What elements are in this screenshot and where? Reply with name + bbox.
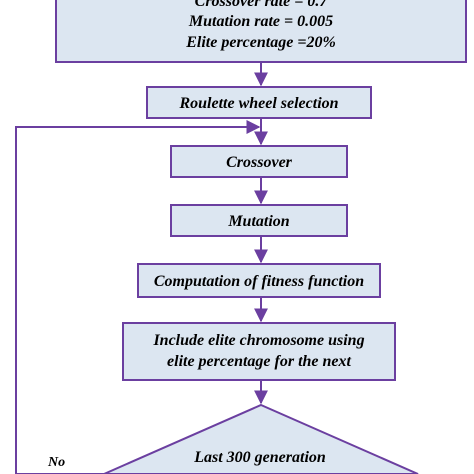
parameters-box-rect (55, 0, 467, 63)
crossover-label: Crossover (226, 154, 293, 171)
mutation-box-rect (170, 204, 348, 237)
fitness-label: Computation of fitness function (154, 273, 364, 290)
elite-label-line1: Include elite chromosome using (152, 332, 364, 349)
selection-box: Roulette wheel selection (146, 86, 372, 119)
no-branch-loop (15, 120, 261, 474)
decision-diamond: Last 300 generation (103, 403, 419, 474)
fitness-box: Computation of fitness function (137, 263, 381, 298)
crossover-box: Crossover (170, 145, 348, 178)
elite-label-line2: elite percentage for the next (167, 353, 352, 370)
fitness-box-rect (137, 263, 381, 298)
decision-diamond-shape (103, 403, 419, 474)
crossover-box-rect (170, 145, 348, 178)
selection-box-rect (146, 86, 372, 119)
parameters-box: Crossover rate = 0.7 Mutation rate = 0.0… (55, 0, 467, 63)
decision-label-line1: Last 300 generation (193, 449, 326, 466)
mutation-rate-text: Mutation rate = 0.005 (188, 13, 333, 30)
mutation-label: Mutation (227, 213, 289, 230)
selection-label: Roulette wheel selection (178, 95, 338, 112)
no-branch-label: No (47, 455, 65, 470)
elite-box: Include elite chromosome using elite per… (122, 322, 396, 381)
elite-box-rect (122, 322, 396, 381)
crossover-rate-text: Crossover rate = 0.7 (195, 0, 329, 10)
mutation-box: Mutation (170, 204, 348, 237)
elite-percentage-text: Elite percentage =20% (185, 34, 336, 51)
